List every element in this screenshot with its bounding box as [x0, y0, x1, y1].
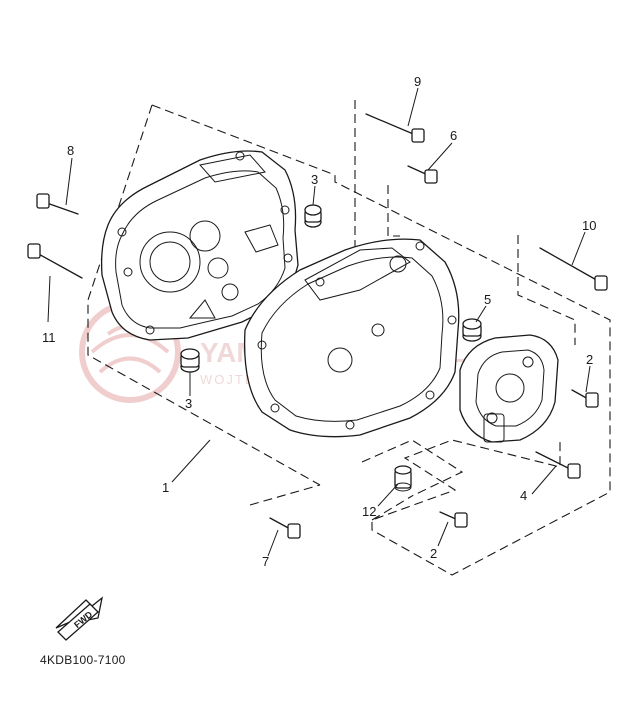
bolt-9: [365, 113, 425, 143]
diagram-code: 4KDB100-7100: [40, 653, 126, 667]
callout-11: 11: [42, 330, 56, 345]
collar-12: [394, 465, 412, 492]
bolt-4: [535, 451, 581, 479]
dowel-pin-3-lower: [180, 348, 200, 373]
callout-1: 1: [162, 480, 169, 495]
dowel-pins: [180, 204, 482, 492]
callout-2-lower: 2: [430, 546, 437, 561]
callout-9: 9: [414, 74, 421, 89]
bolt-2-lower: [439, 511, 468, 528]
callout-7: 7: [262, 554, 269, 569]
dowel-pin-5: [462, 318, 482, 342]
callout-4: 4: [520, 488, 527, 503]
dowel-pin-3-upper: [304, 204, 322, 228]
bolt-11: [27, 243, 83, 279]
callout-numbers: 8 11 9 6 3 10 5 2 3 4 1 12 2 7: [42, 74, 596, 569]
assembly-outlines: [87, 100, 611, 576]
bolt-8: [36, 193, 79, 215]
bolt-10: [539, 247, 608, 291]
bolt-2-upper: [571, 389, 599, 408]
leader-lines: [47, 87, 591, 557]
right-crankcase-half: [243, 238, 460, 438]
callout-6: 6: [450, 128, 457, 143]
bolt-7: [269, 517, 301, 539]
callout-3-lower: 3: [185, 396, 192, 411]
oil-pump-cover: [459, 334, 559, 443]
bolt-6: [407, 165, 438, 184]
left-crankcase-half: [100, 150, 299, 341]
callout-2-upper: 2: [586, 352, 593, 367]
callout-10: 10: [582, 218, 596, 233]
callout-5: 5: [484, 292, 491, 307]
callout-8: 8: [67, 143, 74, 158]
bolts: [27, 113, 608, 539]
callout-12: 12: [362, 504, 376, 519]
callout-3-upper: 3: [311, 172, 318, 187]
fwd-arrow: FWD: [55, 596, 103, 641]
